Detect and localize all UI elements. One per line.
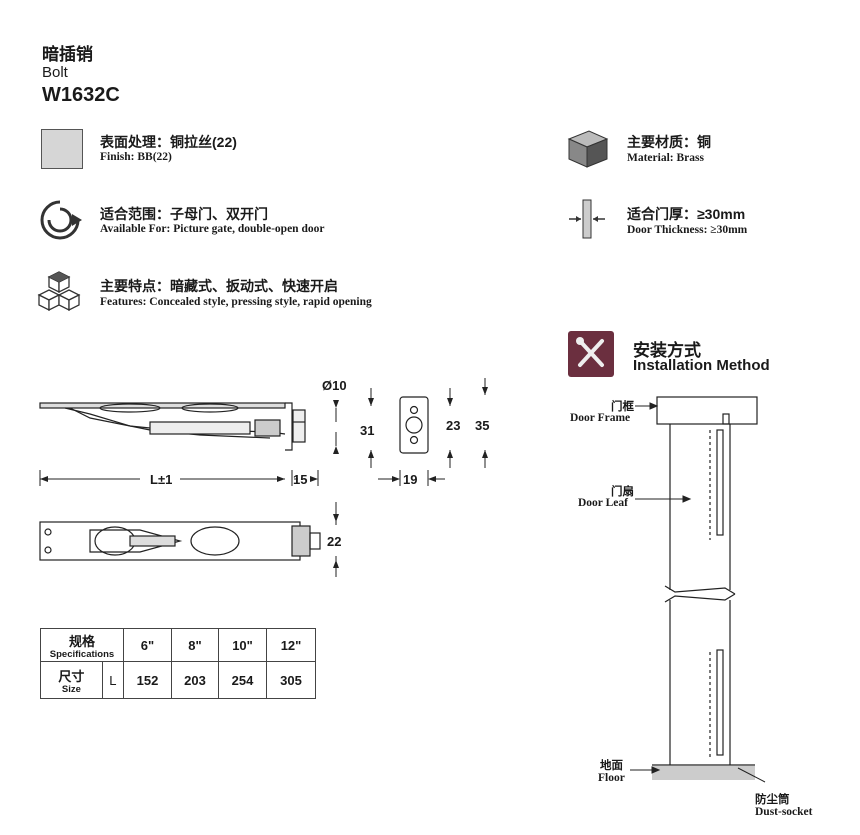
dim-15: 15 — [293, 472, 308, 487]
spec-value-0: 152 — [123, 661, 172, 699]
size-key: L — [101, 661, 125, 699]
spec-col-0: 6" — [123, 628, 172, 662]
spec-value-3: 305 — [266, 661, 316, 699]
cubes-features-icon — [37, 271, 81, 312]
door-leaf-en: Door Leaf — [578, 497, 628, 509]
thickness-en: Door Thickness: ≥30mm — [627, 224, 748, 236]
installation-diagram — [630, 396, 766, 783]
finish-swatch-icon — [41, 129, 83, 169]
spec-col-3: 12" — [266, 628, 316, 662]
features-en: Features: Concealed style, pressing styl… — [100, 296, 372, 308]
size-label-cell: 尺寸 Size — [40, 661, 103, 699]
material-cube-icon — [567, 130, 609, 168]
thickness-cn: 适合门厚：≥30mm — [627, 206, 746, 222]
floor-cn: 地面 — [600, 760, 623, 772]
dim-31: 31 — [360, 423, 375, 438]
available-en: Available For: Picture gate, double-open… — [100, 223, 325, 235]
material-cn: 主要材质：铜 — [627, 134, 711, 150]
door-frame-cn: 门框 — [611, 401, 634, 413]
door-frame-en: Door Frame — [570, 412, 631, 424]
dim-19: 19 — [403, 472, 418, 487]
dim-diameter: Ø10 — [322, 378, 347, 393]
product-model: W1632C — [42, 84, 120, 106]
spec-table: 规格 Specifications 6" 8" 10" 12" 尺寸 Size … — [40, 628, 316, 699]
spec-col-1: 8" — [171, 628, 219, 662]
size-en: Size — [61, 683, 81, 695]
bolt-technical-drawing — [39, 378, 488, 577]
spec-header-cell: 规格 Specifications — [40, 628, 124, 662]
material-en: Material: Brass — [627, 152, 704, 164]
install-title-en: Installation Method — [633, 357, 770, 374]
dust-socket-cn: 防尘筒 — [755, 794, 790, 806]
dim-23: 23 — [446, 418, 461, 433]
features-cn: 主要特点：暗藏式、扳动式、快速开启 — [100, 278, 338, 294]
spec-header-cn: 规格 — [68, 633, 95, 649]
door-leaf-cn: 门扇 — [611, 486, 634, 498]
spec-value-2: 254 — [218, 661, 267, 699]
available-cn: 适合范围：子母门、双开门 — [100, 206, 268, 222]
spec-header-en: Specifications — [49, 648, 115, 660]
spec-col-2: 10" — [218, 628, 267, 662]
finish-cn: 表面处理：铜拉丝(22) — [100, 134, 237, 150]
finish-en: Finish: BB(22) — [100, 151, 172, 163]
door-thickness-icon — [569, 199, 605, 239]
install-title-cn: 安装方式 — [633, 341, 701, 360]
size-cn: 尺寸 — [58, 668, 85, 684]
product-title-en: Bolt — [42, 64, 68, 81]
tools-icon — [568, 331, 614, 377]
floor-en: Floor — [598, 772, 625, 784]
dim-35: 35 — [475, 418, 490, 433]
dim-22: 22 — [327, 534, 342, 549]
dim-length: L±1 — [150, 472, 173, 487]
spec-value-1: 203 — [171, 661, 219, 699]
refresh-cycle-icon — [40, 200, 82, 240]
dust-socket-en: Dust-socket — [755, 806, 813, 818]
product-title-cn: 暗插销 — [42, 45, 93, 64]
